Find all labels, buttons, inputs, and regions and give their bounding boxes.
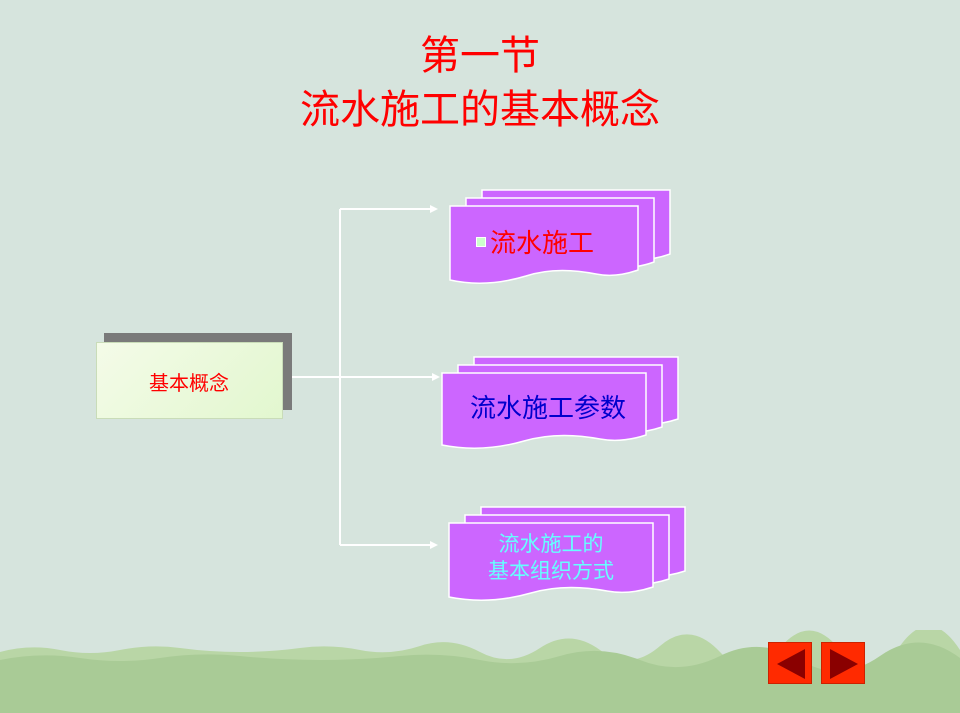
slide-title-line2: 流水施工的基本概念 — [300, 87, 660, 133]
branch-card-1-text: 流水施工 — [476, 228, 594, 260]
branch-card-3[interactable]: 流水施工的 基本组织方式 — [447, 505, 687, 609]
next-slide-button[interactable] — [821, 642, 865, 684]
branch-card-3-text: 流水施工的 基本组织方式 — [461, 531, 641, 585]
triangle-left-icon — [777, 649, 805, 679]
slide-title-line1: 第一节 — [420, 33, 540, 79]
branch-card-1-label: 流水施工 — [490, 229, 595, 259]
root-concept-face: 基本概念 — [96, 342, 283, 419]
root-concept-label: 基本概念 — [149, 371, 229, 395]
branch-card-3-line2: 基本组织方式 — [488, 559, 614, 583]
branch-card-3-line1: 流水施工的 — [498, 532, 604, 556]
previous-slide-button[interactable] — [768, 642, 812, 684]
branch-card-2[interactable]: 流水施工参数 — [440, 355, 680, 455]
root-concept-box[interactable]: 基本概念 — [96, 333, 292, 419]
branch-card-1[interactable]: 流水施工 — [448, 188, 672, 290]
square-bullet-icon — [476, 236, 486, 247]
branch-card-2-label: 流水施工参数 — [469, 394, 626, 424]
arrow-head-1 — [430, 205, 438, 213]
document-stack-icon — [449, 189, 671, 284]
document-stack-icon — [448, 506, 686, 601]
arrow-head-2 — [432, 373, 440, 381]
document-stack-icon — [441, 356, 679, 449]
arrow-head-3 — [430, 541, 438, 549]
wave-decoration — [0, 630, 960, 713]
triangle-right-icon — [830, 649, 858, 679]
